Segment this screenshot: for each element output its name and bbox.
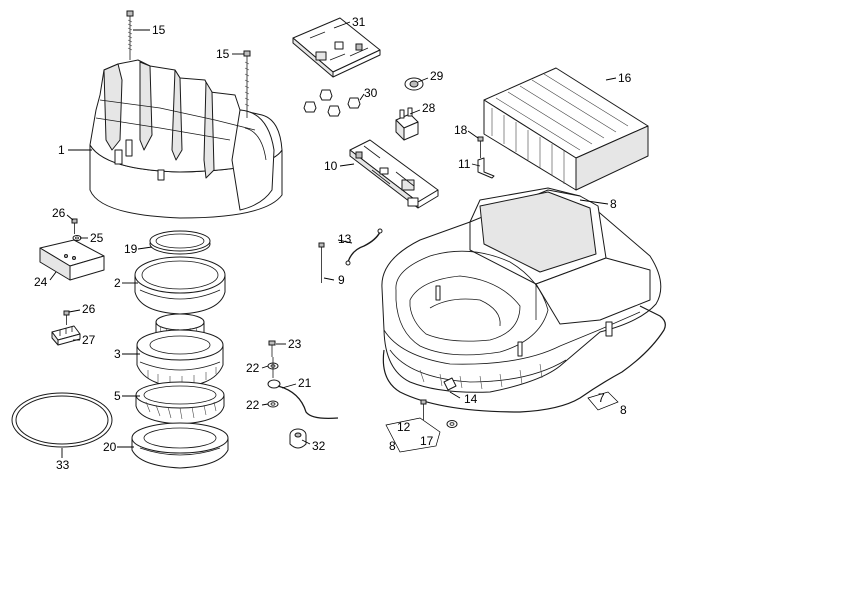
part-28-connector-block [395,107,419,141]
part-20-base-ring [131,422,229,469]
callout-2: 2 [114,276,121,290]
callout-13: 13 [338,232,352,246]
callout-27: 27 [82,333,96,347]
callout-17: 17 [420,434,434,448]
callout-19: 19 [124,242,138,256]
callout-1: 1 [58,143,65,157]
callout-21: 21 [298,376,312,390]
part-15-screw-a [126,10,134,60]
callout-23: 23 [288,337,302,351]
part-24-terminal-box [39,239,105,281]
callout-3: 3 [114,347,121,361]
leader-lines [49,21,619,458]
part-1-upper-housing [89,59,283,219]
callout-28: 28 [422,101,436,115]
callout-8-housing: 8 [610,197,617,211]
callout-24: 24 [34,275,48,289]
callout-26-upper: 26 [52,206,66,220]
part-26-screw-upper [71,218,78,234]
callout-8-seal: 8 [620,403,627,417]
part-17-washer [446,420,458,428]
part-21-ground-wire [267,379,339,420]
part-10-control-board [349,139,439,209]
callout-5: 5 [114,389,121,403]
callout-16: 16 [618,71,632,85]
part-5-bearing-ring [135,381,225,425]
callout-14: 14 [464,392,478,406]
callout-15-right: 15 [216,47,230,61]
part-7-seal-cord [382,305,666,413]
callout-31: 31 [352,15,366,29]
part-18-screw [477,136,484,158]
part-22-washer-a [267,357,279,378]
part-9-screw [318,242,325,283]
callout-18: 18 [454,123,468,137]
part-12-screw [420,399,427,420]
part-29-grommet [404,77,424,91]
callout-9: 9 [338,273,345,287]
callout-26-lower: 26 [82,302,96,316]
part-19-seal-ring [149,230,211,255]
callout-22-upper: 22 [246,361,260,375]
callout-32: 32 [312,439,326,453]
callout-33: 33 [56,458,70,472]
callout-15-left: 15 [152,23,166,37]
part-11-bracket [477,157,495,179]
callout-30: 30 [364,86,378,100]
part-27-terminal-strip [51,325,81,346]
callout-labels: 1 2 3 5 7 8 8 8 9 10 11 12 13 14 15 15 1… [34,15,632,472]
part-3-motor-assembly [136,313,224,388]
part-30-nuts [303,89,361,117]
part-16-air-filter [483,67,649,191]
callout-10: 10 [324,159,338,173]
callout-20: 20 [103,440,117,454]
callout-8-screws: 8 [389,439,396,453]
part-23-screw [268,340,276,357]
callout-29: 29 [430,69,444,83]
part-33-gasket-ring [11,392,113,448]
callout-12: 12 [397,420,411,434]
callout-11: 11 [458,157,471,171]
part-22-washer-b [267,400,279,408]
callout-7: 7 [598,391,605,405]
part-14-clip [443,377,457,391]
part-26-screw-lower [63,310,70,325]
callout-22-lower: 22 [246,398,260,412]
part-15-screw-b [243,50,251,118]
part-2-filter-ring [134,256,226,315]
part-32-ferrite [289,428,307,449]
part-31-circuit-board [292,17,381,78]
callout-25: 25 [90,231,104,245]
part-8-lower-housing [381,187,662,393]
part-13-cable [345,228,383,266]
